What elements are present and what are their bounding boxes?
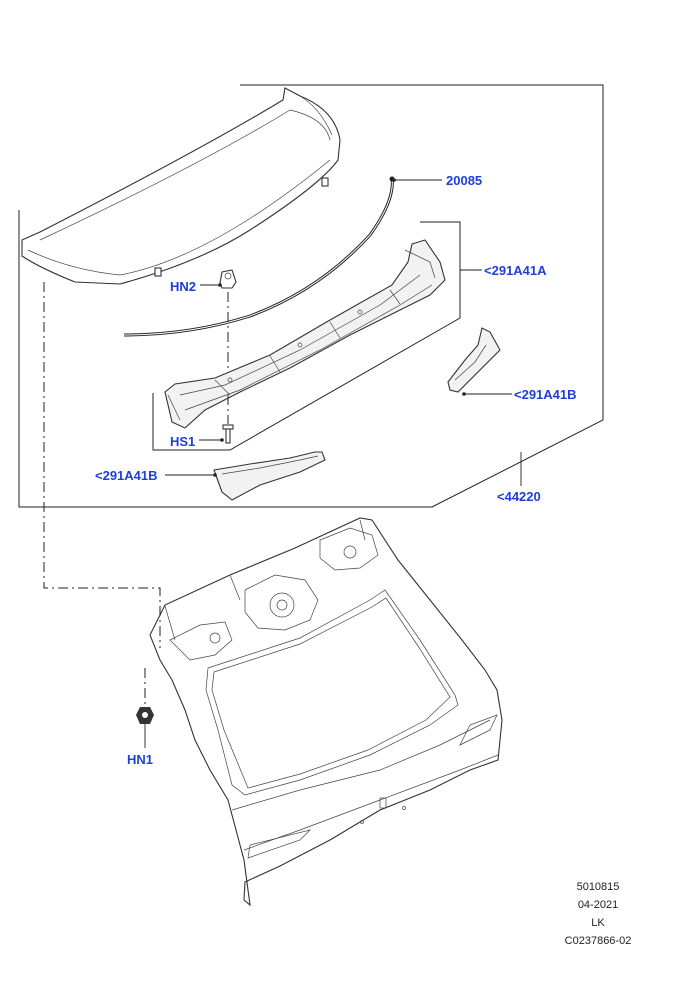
nut-hn1[interactable]: [136, 707, 154, 724]
assembly-frame: [18, 84, 604, 508]
subassembly-frame: [152, 221, 461, 451]
spoiler-bracket-right[interactable]: [447, 327, 501, 393]
spoiler-bracket-center[interactable]: [164, 239, 446, 429]
callout-291A41B-left[interactable]: <291A41B: [95, 468, 158, 483]
callout-hn2[interactable]: HN2: [170, 279, 196, 294]
callout-hn1[interactable]: HN1: [127, 752, 153, 767]
spoiler-bracket-left[interactable]: [213, 451, 326, 501]
callout-hs1[interactable]: HS1: [170, 434, 195, 449]
screw-hs1[interactable]: [222, 424, 234, 444]
callout-20085[interactable]: 20085: [446, 173, 482, 188]
rear-spoiler[interactable]: [21, 87, 341, 285]
callout-44220[interactable]: <44220: [497, 489, 541, 504]
meta-ref: 5010815: [577, 881, 620, 893]
meta-illustration: C0237866-02: [565, 935, 632, 947]
callout-291A41A[interactable]: <291A41A: [484, 263, 547, 278]
centerline-spoiler-tailgate: [43, 282, 161, 648]
tailgate: [149, 517, 503, 907]
callout-291A41B-right[interactable]: <291A41B: [514, 387, 577, 402]
meta-date: 04-2021: [578, 899, 618, 911]
nut-hn2[interactable]: [219, 269, 237, 289]
meta-code: LK: [591, 917, 605, 929]
